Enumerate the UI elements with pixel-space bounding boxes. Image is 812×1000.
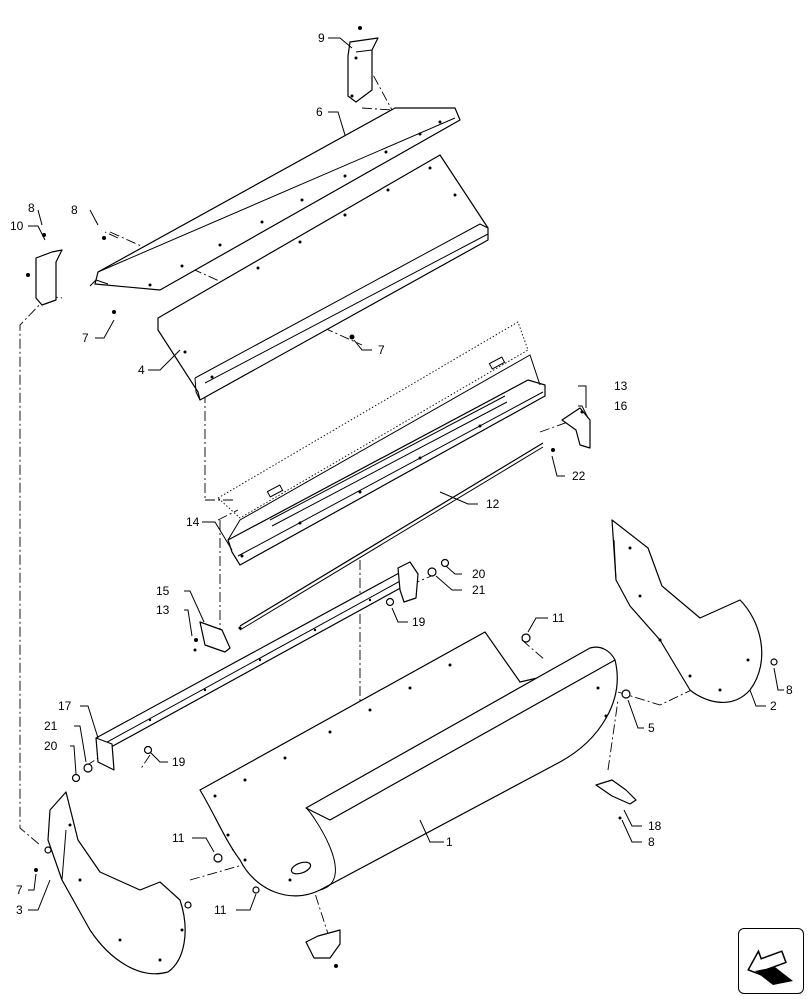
callout-21-left: 21 xyxy=(44,719,58,733)
page-arrow-icon xyxy=(747,949,793,985)
callout-22: 22 xyxy=(572,469,586,483)
callout-5: 5 xyxy=(648,721,655,735)
callout-17: 17 xyxy=(58,699,72,713)
part-17-rail xyxy=(95,561,419,771)
part-16-bracket xyxy=(551,407,591,452)
callout-9: 9 xyxy=(318,31,325,45)
callout-3: 3 xyxy=(16,903,23,917)
callout-18: 18 xyxy=(648,819,662,833)
part-4-panel xyxy=(157,154,489,401)
callout-2: 2 xyxy=(770,699,777,713)
page-navigation-button[interactable] xyxy=(738,928,804,994)
part-3-end-plate xyxy=(44,791,192,975)
callout-8-top: 8 xyxy=(71,203,78,217)
callout-6: 6 xyxy=(316,105,323,119)
bottom-bracket xyxy=(305,929,341,968)
fasteners-7 xyxy=(34,310,355,872)
callout-11-left: 11 xyxy=(172,831,185,845)
callout-14: 14 xyxy=(186,515,200,529)
part-12-rod xyxy=(239,442,544,631)
callout-7-lower-left: 7 xyxy=(16,883,23,897)
callout-7-upper-left: 7 xyxy=(82,331,89,345)
leader-lines xyxy=(28,37,784,911)
part-1-trough xyxy=(199,631,631,897)
part-6-top-angle xyxy=(89,107,461,291)
callout-19-left: 19 xyxy=(172,755,186,769)
callout-11-right: 11 xyxy=(552,611,565,625)
callout-13-left: 13 xyxy=(156,603,170,617)
callout-21-right: 21 xyxy=(472,583,486,597)
callout-11-bottom: 11 xyxy=(214,903,227,917)
callout-20-left: 20 xyxy=(44,739,58,753)
callout-8-lower-right: 8 xyxy=(648,835,655,849)
part-18-bracket xyxy=(595,779,637,820)
callout-12: 12 xyxy=(486,497,500,511)
callout-7-center: 7 xyxy=(378,343,385,357)
callout-4: 4 xyxy=(138,363,145,377)
part-15-bracket xyxy=(193,621,242,653)
callout-20-right: 20 xyxy=(472,567,486,581)
callout-19-right: 19 xyxy=(412,615,426,629)
part-14-strip xyxy=(217,321,546,566)
callout-1: 1 xyxy=(446,835,453,849)
part-9-bracket xyxy=(347,26,379,103)
hardware-fasteners xyxy=(71,558,450,783)
callout-16: 16 xyxy=(614,399,628,413)
callout-8-right: 8 xyxy=(786,683,793,697)
callout-labels: 9 6 8 8 10 7 7 4 13 16 22 12 14 15 13 20… xyxy=(10,31,793,917)
callout-15: 15 xyxy=(156,584,170,598)
callout-10: 10 xyxy=(10,219,24,233)
part-2-end-plate xyxy=(611,519,778,703)
part-10-bracket xyxy=(26,233,106,306)
callout-8-left: 8 xyxy=(28,201,35,215)
callout-13-right: 13 xyxy=(614,379,628,393)
